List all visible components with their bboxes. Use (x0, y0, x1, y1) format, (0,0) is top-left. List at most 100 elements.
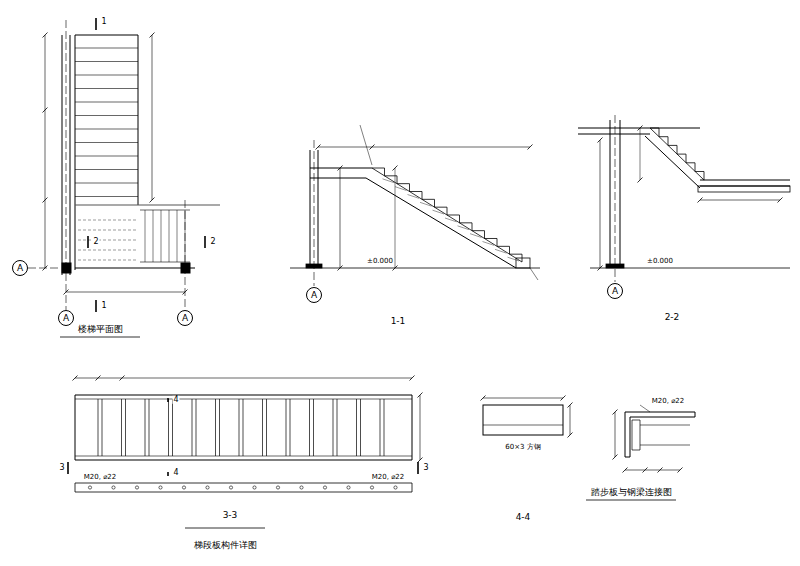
drawing-line (698, 198, 703, 203)
dimension-note: M20, ⌀22 (651, 398, 686, 405)
drawing-line (66, 292, 185, 293)
drawing-line (412, 395, 413, 460)
drawing-line (420, 395, 421, 460)
drawing-line (481, 396, 486, 401)
bolt-hole (135, 486, 138, 489)
drawing-line (185, 200, 186, 310)
section-mark: 4 (172, 469, 179, 477)
drawing-line (140, 210, 190, 211)
drawing-line (204, 236, 206, 248)
dimension-note: 60×3 方钢 (504, 444, 541, 451)
drawing-line (412, 483, 413, 492)
drawing-line (145, 399, 146, 456)
drawing-line (262, 399, 263, 456)
drawing-line (366, 178, 516, 268)
drawing-line (613, 455, 618, 460)
bolt-hole (229, 486, 232, 489)
drawing-line (640, 405, 650, 412)
drawing-line (75, 75, 138, 76)
drawing-line (393, 166, 398, 171)
drawing-line (483, 398, 563, 399)
drawing-line (75, 169, 138, 170)
bolt-hole (276, 486, 279, 489)
dimension-note: M20, ⌀22 (371, 474, 406, 481)
drawing-line (75, 115, 138, 116)
bolt-hole (300, 486, 303, 489)
drawing-line (183, 290, 188, 295)
drawing-line (28, 268, 60, 269)
drawing-rect (181, 263, 190, 273)
drawing-line (75, 483, 412, 484)
drawing-line (145, 210, 146, 262)
axis-letter: A (311, 291, 317, 300)
drawing-line (286, 399, 287, 456)
drawing-line (360, 399, 361, 456)
drawing-line (383, 179, 395, 183)
drawing-line (408, 195, 420, 199)
drawing-line (495, 249, 507, 253)
axis-letter: A (63, 314, 69, 323)
axis-letter: A (17, 264, 23, 273)
view-title: 梯段板构件详图 (193, 541, 258, 550)
drawing-line (75, 88, 138, 89)
drawing-line (78, 220, 136, 221)
bolt-hole (206, 486, 209, 489)
drawing-line (75, 35, 138, 36)
drawing-line (121, 399, 122, 456)
drawing-line (266, 399, 267, 456)
drawing-line (60, 337, 140, 338)
drawing-line (150, 198, 155, 203)
axis-letter: A (182, 314, 188, 323)
drawing-line (95, 18, 97, 30)
drawing-line (98, 399, 99, 456)
section-mark: 1 (100, 302, 107, 310)
view-title: 踏步板与钢梁连接图 (590, 488, 673, 497)
drawing-line (360, 125, 372, 165)
drawing-line (161, 210, 162, 262)
drawing-line (640, 445, 690, 446)
drawing-line (169, 210, 170, 262)
drawing-line (483, 425, 563, 426)
drawing-line (75, 492, 412, 493)
drawing-line (395, 187, 407, 191)
drawing-line (638, 178, 643, 183)
drawing-line (43, 198, 48, 203)
drawing-line (318, 147, 530, 148)
drawing-line (700, 200, 780, 201)
drawing-line (243, 399, 244, 456)
dimension-note: M20, ⌀22 (83, 474, 118, 481)
drawing-line (615, 412, 616, 457)
drawing-line (418, 393, 423, 398)
bolt-hole (253, 486, 256, 489)
drawing-line (470, 234, 482, 238)
drawing-line (87, 236, 89, 248)
drawing-line (125, 399, 126, 456)
drawing-line (623, 468, 628, 473)
drawing-line (75, 102, 138, 103)
drawing-line (598, 138, 603, 143)
drawing-line (172, 399, 173, 456)
drawing-line (153, 210, 154, 262)
drawing-line (167, 398, 169, 402)
drawing-line (384, 399, 385, 456)
drawing-path (372, 168, 522, 262)
drawing-line (78, 260, 136, 261)
axis-bubble: A (177, 310, 193, 326)
bolt-hole (182, 486, 185, 489)
bolt-hole (88, 486, 91, 489)
view-title: 楼梯平面图 (77, 325, 124, 334)
dimension-note: ±0.000 (646, 258, 674, 265)
drawing-line (75, 156, 138, 157)
drawing-line (568, 433, 573, 438)
drawing-rect (516, 258, 530, 268)
drawing-line (67, 462, 69, 474)
section-mark: 2 (209, 238, 216, 246)
drawing-line (598, 266, 603, 271)
drawing-line (43, 33, 48, 38)
drawing-line (625, 470, 680, 471)
drawing-line (643, 468, 648, 473)
drawing-line (528, 145, 533, 150)
drawing-line (75, 483, 76, 492)
drawing-line (95, 300, 97, 312)
section-mark: 1 (100, 18, 107, 26)
